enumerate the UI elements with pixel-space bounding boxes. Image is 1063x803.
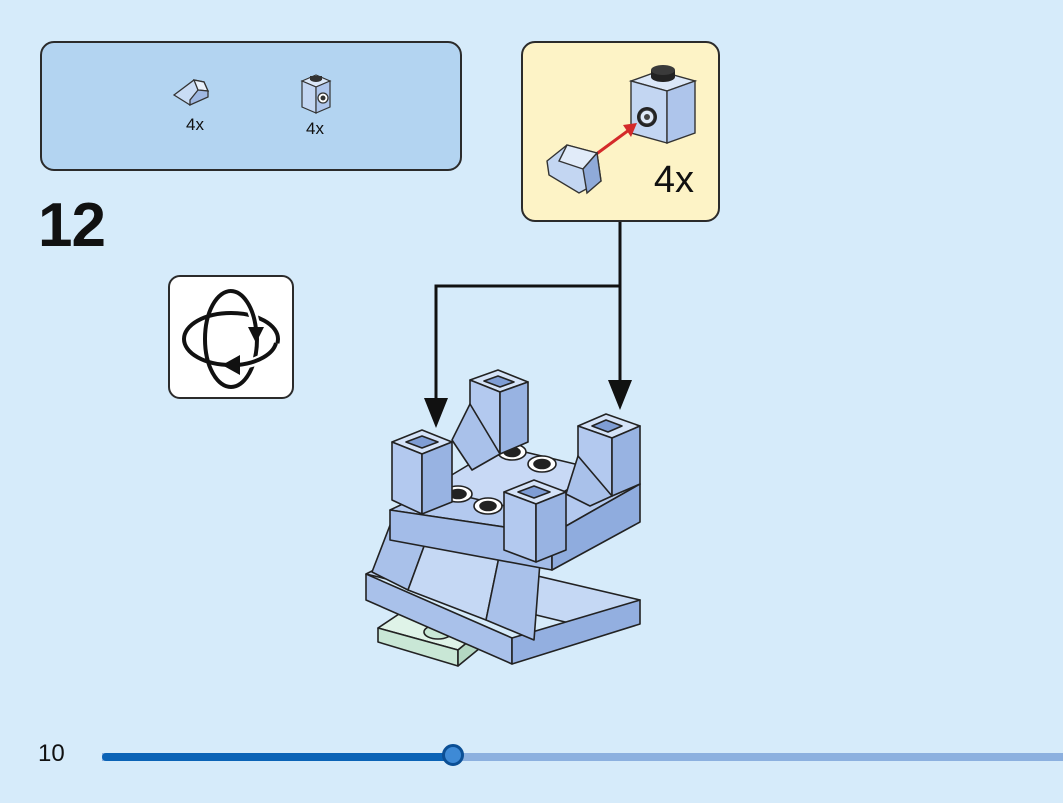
- model-assembly: [365, 369, 641, 667]
- placement-arrow-left: [424, 398, 448, 428]
- placement-guide-line: [434, 222, 622, 400]
- sub-assembly-callout: 4x: [521, 41, 720, 222]
- instructions-progress-bar: [102, 744, 1063, 766]
- progress-track: [102, 753, 1063, 761]
- progress-fill: [102, 753, 453, 761]
- part-qty: 4x: [306, 119, 324, 138]
- slope-brick-icon: [172, 79, 210, 107]
- brick-with-side-stud-icon: [300, 74, 332, 114]
- step-number: 12: [38, 191, 106, 260]
- part-brick-side-stud: 4x: [280, 71, 350, 139]
- part-slope-brick: 4x: [160, 71, 230, 135]
- progress-knob: [441, 744, 464, 766]
- placement-arrow-right: [608, 380, 632, 410]
- callout-qty: 4x: [653, 159, 694, 201]
- parts-list-box: 4x 4x: [40, 41, 462, 171]
- slope-attach-icon: [546, 65, 698, 195]
- page-number: 10: [38, 740, 65, 767]
- rotate-indicator: [168, 275, 294, 399]
- rotate-model-icon: [182, 286, 281, 389]
- part-qty: 4x: [186, 115, 204, 134]
